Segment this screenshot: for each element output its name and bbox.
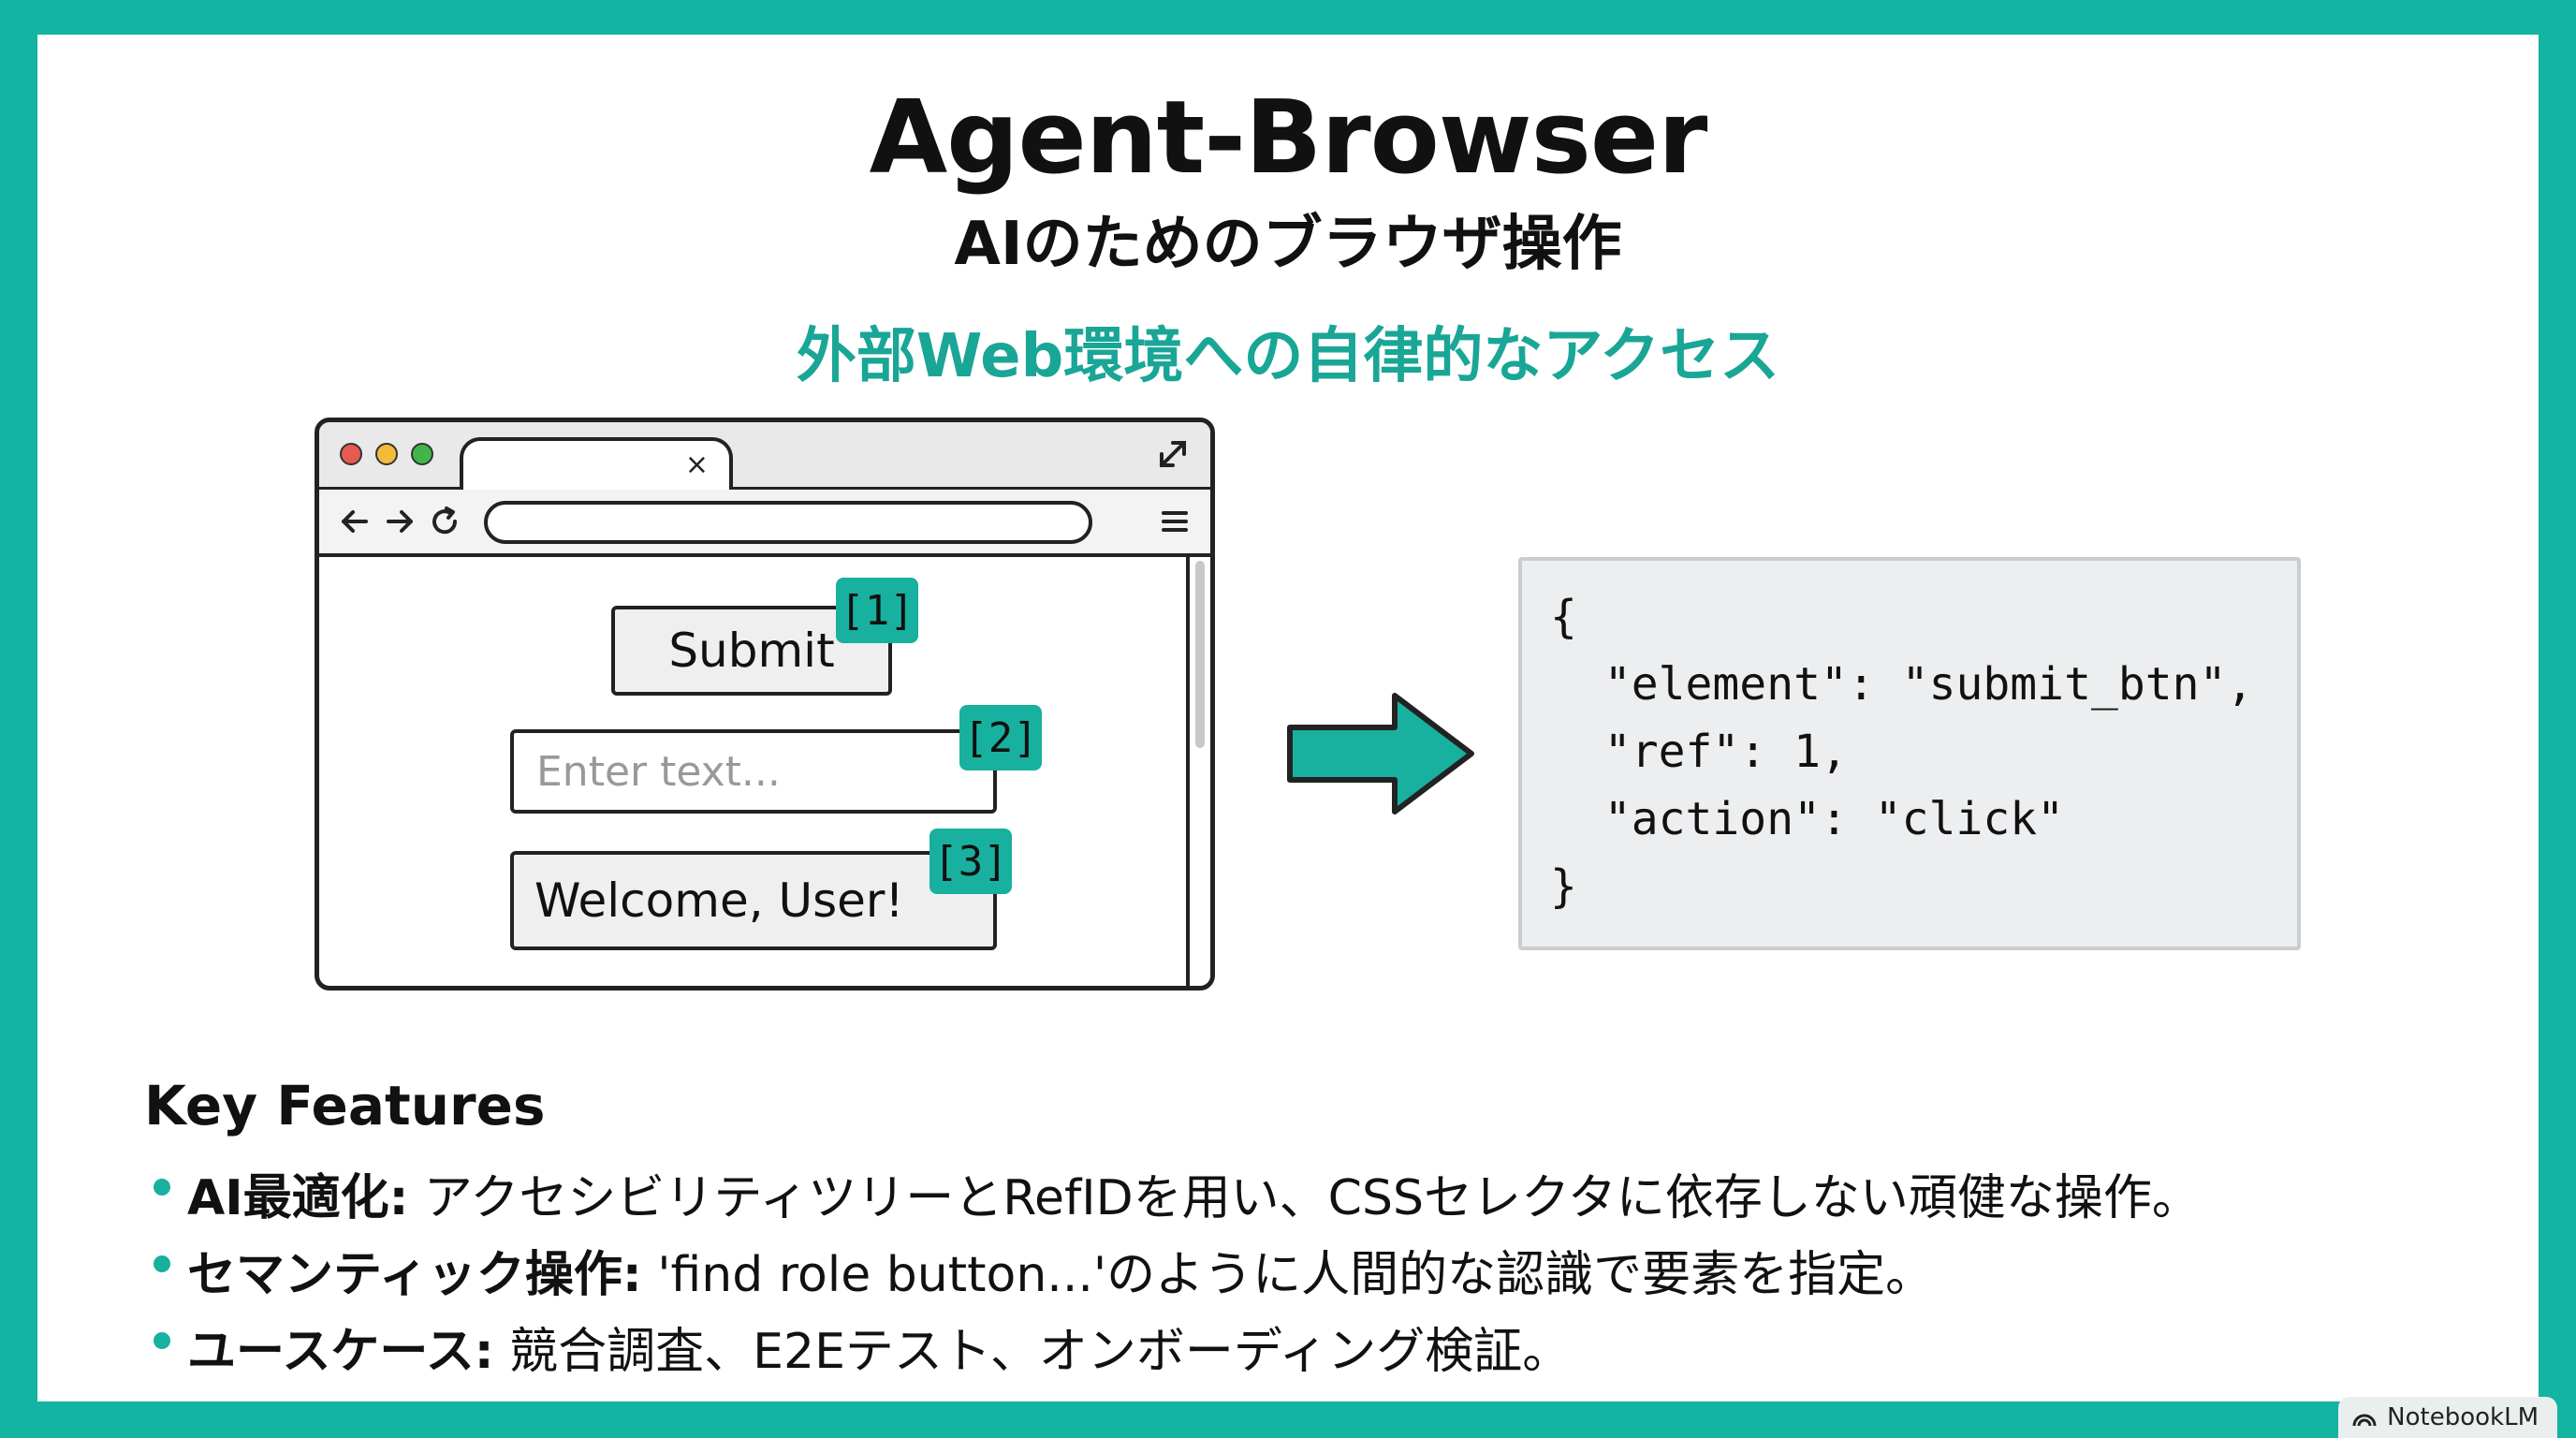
feature-label: ユースケース: <box>187 1324 494 1380</box>
browser-tab[interactable]: × <box>460 437 733 492</box>
json-line: } <box>1550 860 1577 913</box>
browser-mockup: × Submit [1] Enter text. <box>315 418 1215 990</box>
right-arrow-icon <box>1287 693 1474 814</box>
window-close-dot[interactable] <box>340 443 362 465</box>
slide: Agent-Browser AIのためのブラウザ操作 外部Web環境への自律的な… <box>37 35 2539 1401</box>
feature-text: 'find role button...'のように人間的な認識で要素を指定。 <box>641 1247 1935 1303</box>
browser-tab-bar: × <box>319 422 1210 492</box>
feature-item: AI最適化: アクセシビリティツリーとRefIDを用い、CSSセレクタに依存しな… <box>154 1158 2201 1228</box>
reload-icon[interactable] <box>426 503 463 540</box>
bullet-icon <box>154 1255 170 1272</box>
feature-text: アクセシビリティツリーとRefIDを用い、CSSセレクタに依存しない頑健な操作。 <box>408 1170 2201 1226</box>
ref-badge-3: [3] <box>929 829 1012 894</box>
feature-item: ユースケース: 競合調査、E2Eテスト、オンボーディング検証。 <box>154 1312 1572 1382</box>
feature-item: セマンティック操作: 'find role button...'のように人間的な… <box>154 1235 1935 1305</box>
tab-close-icon[interactable]: × <box>684 448 709 481</box>
slide-subtitle: AIのためのブラウザ操作 <box>954 210 1622 279</box>
features-title: Key Features <box>144 1074 546 1137</box>
arrow-left-icon[interactable] <box>336 503 373 540</box>
ref-badge-2: [2] <box>959 705 1042 770</box>
scroll-thumb[interactable] <box>1195 561 1205 748</box>
json-line: { <box>1550 591 1577 643</box>
feature-label: AI最適化: <box>187 1170 409 1226</box>
arrow-right-icon[interactable] <box>381 503 418 540</box>
json-line: "ref": 1, <box>1550 726 1848 778</box>
browser-content: Submit [1] Enter text... [2] Welcome, Us… <box>319 557 1210 986</box>
feature-label: セマンティック操作: <box>187 1247 642 1303</box>
notebooklm-badge: NotebookLM <box>2338 1397 2557 1438</box>
badge-label: NotebookLM <box>2387 1403 2539 1431</box>
window-maximize-dot[interactable] <box>411 443 433 465</box>
slide-tagline: 外部Web環境への自律的なアクセス <box>796 322 1780 391</box>
url-bar[interactable] <box>484 501 1092 544</box>
json-line: "element": "submit_btn", <box>1550 658 2254 711</box>
json-line: "action": "click" <box>1550 793 2065 845</box>
json-output-box: { "element": "submit_btn", "ref": 1, "ac… <box>1518 557 2301 950</box>
welcome-message: Welcome, User! <box>510 851 997 950</box>
slide-title: Agent-Browser <box>869 80 1708 197</box>
text-input[interactable]: Enter text... <box>510 729 997 814</box>
feature-text: 競合調査、E2Eテスト、オンボーディング検証。 <box>493 1324 1572 1380</box>
notebooklm-logo-icon <box>2352 1414 2377 1427</box>
bullet-icon <box>154 1332 170 1349</box>
expand-icon[interactable] <box>1154 435 1192 473</box>
browser-nav-bar <box>319 490 1210 557</box>
scrollbar[interactable] <box>1186 557 1210 986</box>
ref-badge-1: [1] <box>836 578 918 643</box>
bullet-icon <box>154 1179 170 1196</box>
window-minimize-dot[interactable] <box>375 443 398 465</box>
hamburger-menu-icon[interactable] <box>1156 503 1193 540</box>
